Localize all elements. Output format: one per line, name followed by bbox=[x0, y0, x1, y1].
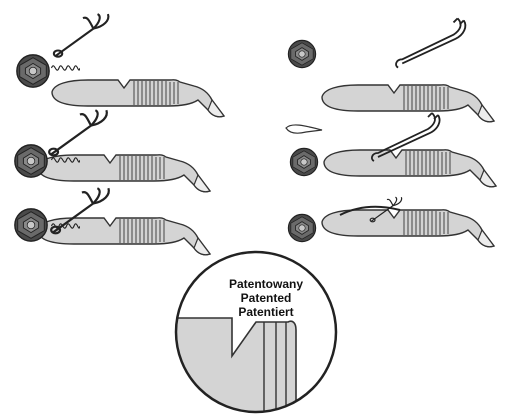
jig-head bbox=[287, 39, 317, 69]
jig-head bbox=[287, 213, 317, 243]
magnifier-callout: Patentowany Patented Patentiert bbox=[174, 250, 338, 414]
soft-lure bbox=[323, 149, 497, 188]
jig-head bbox=[14, 208, 48, 242]
label-german: Patentiert bbox=[238, 305, 293, 319]
pin bbox=[285, 124, 323, 134]
jig-head bbox=[289, 147, 319, 177]
jig-head bbox=[16, 54, 50, 88]
label-english: Patented bbox=[241, 291, 292, 305]
step-right-2 bbox=[285, 112, 497, 188]
embedded-hook-shank bbox=[339, 205, 401, 216]
soft-lure bbox=[321, 84, 495, 123]
treble-hook bbox=[52, 12, 110, 59]
magnifier-ring bbox=[174, 250, 338, 414]
soft-lure bbox=[51, 79, 225, 118]
step-left-1 bbox=[16, 12, 225, 118]
double-hook bbox=[395, 17, 467, 69]
soft-lure bbox=[37, 154, 211, 193]
spring-coil bbox=[50, 65, 80, 71]
step-right-1 bbox=[287, 17, 495, 123]
treble-hook bbox=[47, 108, 109, 157]
step-left-3 bbox=[14, 186, 211, 256]
step-right-3 bbox=[287, 196, 495, 248]
label-polish: Patentowany bbox=[229, 277, 303, 291]
step-left-2 bbox=[14, 108, 211, 193]
jig-head bbox=[14, 144, 48, 178]
soft-lure bbox=[321, 209, 495, 248]
